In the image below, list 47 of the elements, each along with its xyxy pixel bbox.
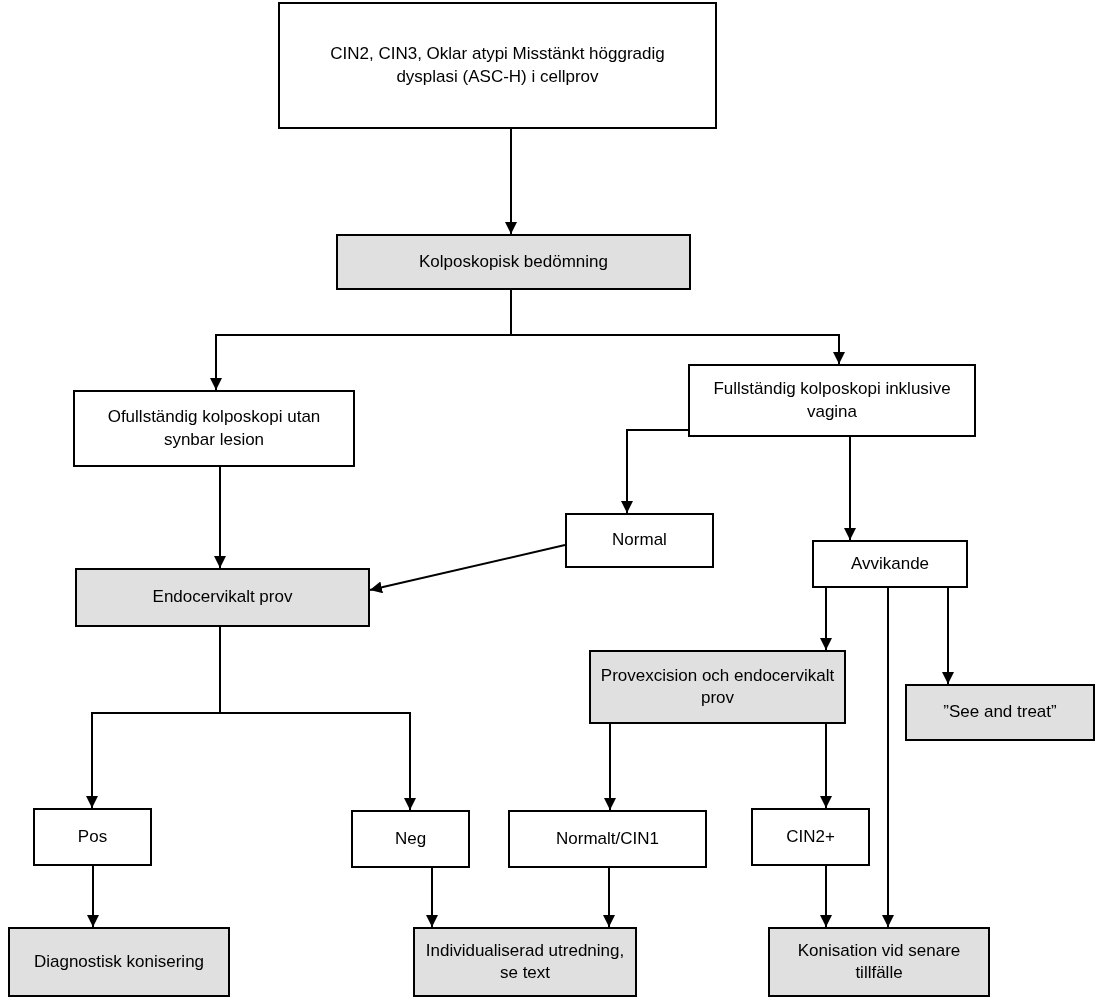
box-label: CIN2+ [785, 825, 836, 848]
shaded-step-box [8, 927, 230, 997]
box-label: Normal [611, 529, 668, 552]
arrow [219, 626, 416, 811]
arrow [214, 466, 226, 569]
arrow [820, 865, 832, 928]
arrow [505, 128, 517, 235]
shaded-step-box [75, 568, 370, 627]
arrow [604, 723, 616, 811]
arrow [621, 429, 689, 514]
box-label: Avvikande [849, 552, 931, 575]
box-label: ”See and treat” [942, 701, 1058, 724]
arrow [369, 544, 566, 594]
box-label: Endocervikalt prov [151, 586, 294, 609]
process-box [351, 810, 470, 868]
process-box [33, 808, 152, 866]
box-label: Pos [76, 825, 109, 848]
arrow [942, 587, 954, 685]
arrow [882, 587, 894, 928]
box-label: Kolposkopisk bedömning [418, 250, 609, 273]
box-label: Neg [393, 827, 428, 850]
arrow [820, 587, 832, 651]
process-box [812, 540, 968, 588]
shaded-step-box [589, 650, 846, 724]
shaded-step-box [413, 927, 637, 997]
arrow [820, 723, 832, 809]
arrow [844, 436, 856, 541]
box-label: Konisation vid senare tillfälle [796, 939, 962, 984]
process-box [278, 2, 717, 129]
shaded-step-box [905, 684, 1095, 741]
box-label: Fullständig kolposkopi inklusive vagina [712, 378, 952, 423]
arrow [87, 865, 99, 928]
process-box [688, 364, 976, 437]
arrow [603, 867, 615, 928]
process-box [565, 513, 714, 568]
box-label: CIN2, CIN3, Oklar atypi Misstänkt höggradig dysplasi (ASC-H) i cellprov [329, 43, 666, 88]
box-label: Ofullständig kolposkopi utan synbar lesion [106, 406, 322, 451]
box-label: Diagnostisk konisering [32, 950, 206, 973]
process-box [73, 390, 355, 467]
arrow [426, 867, 438, 928]
box-label: Individualiserad utredning, se text [424, 939, 626, 984]
process-box [751, 808, 870, 866]
shaded-step-box [336, 234, 691, 290]
box-label: Normalt/CIN1 [555, 827, 660, 850]
shaded-step-box [768, 927, 990, 997]
box-label: Provexcision och endocervikalt prov [599, 664, 836, 709]
process-box [508, 810, 707, 868]
